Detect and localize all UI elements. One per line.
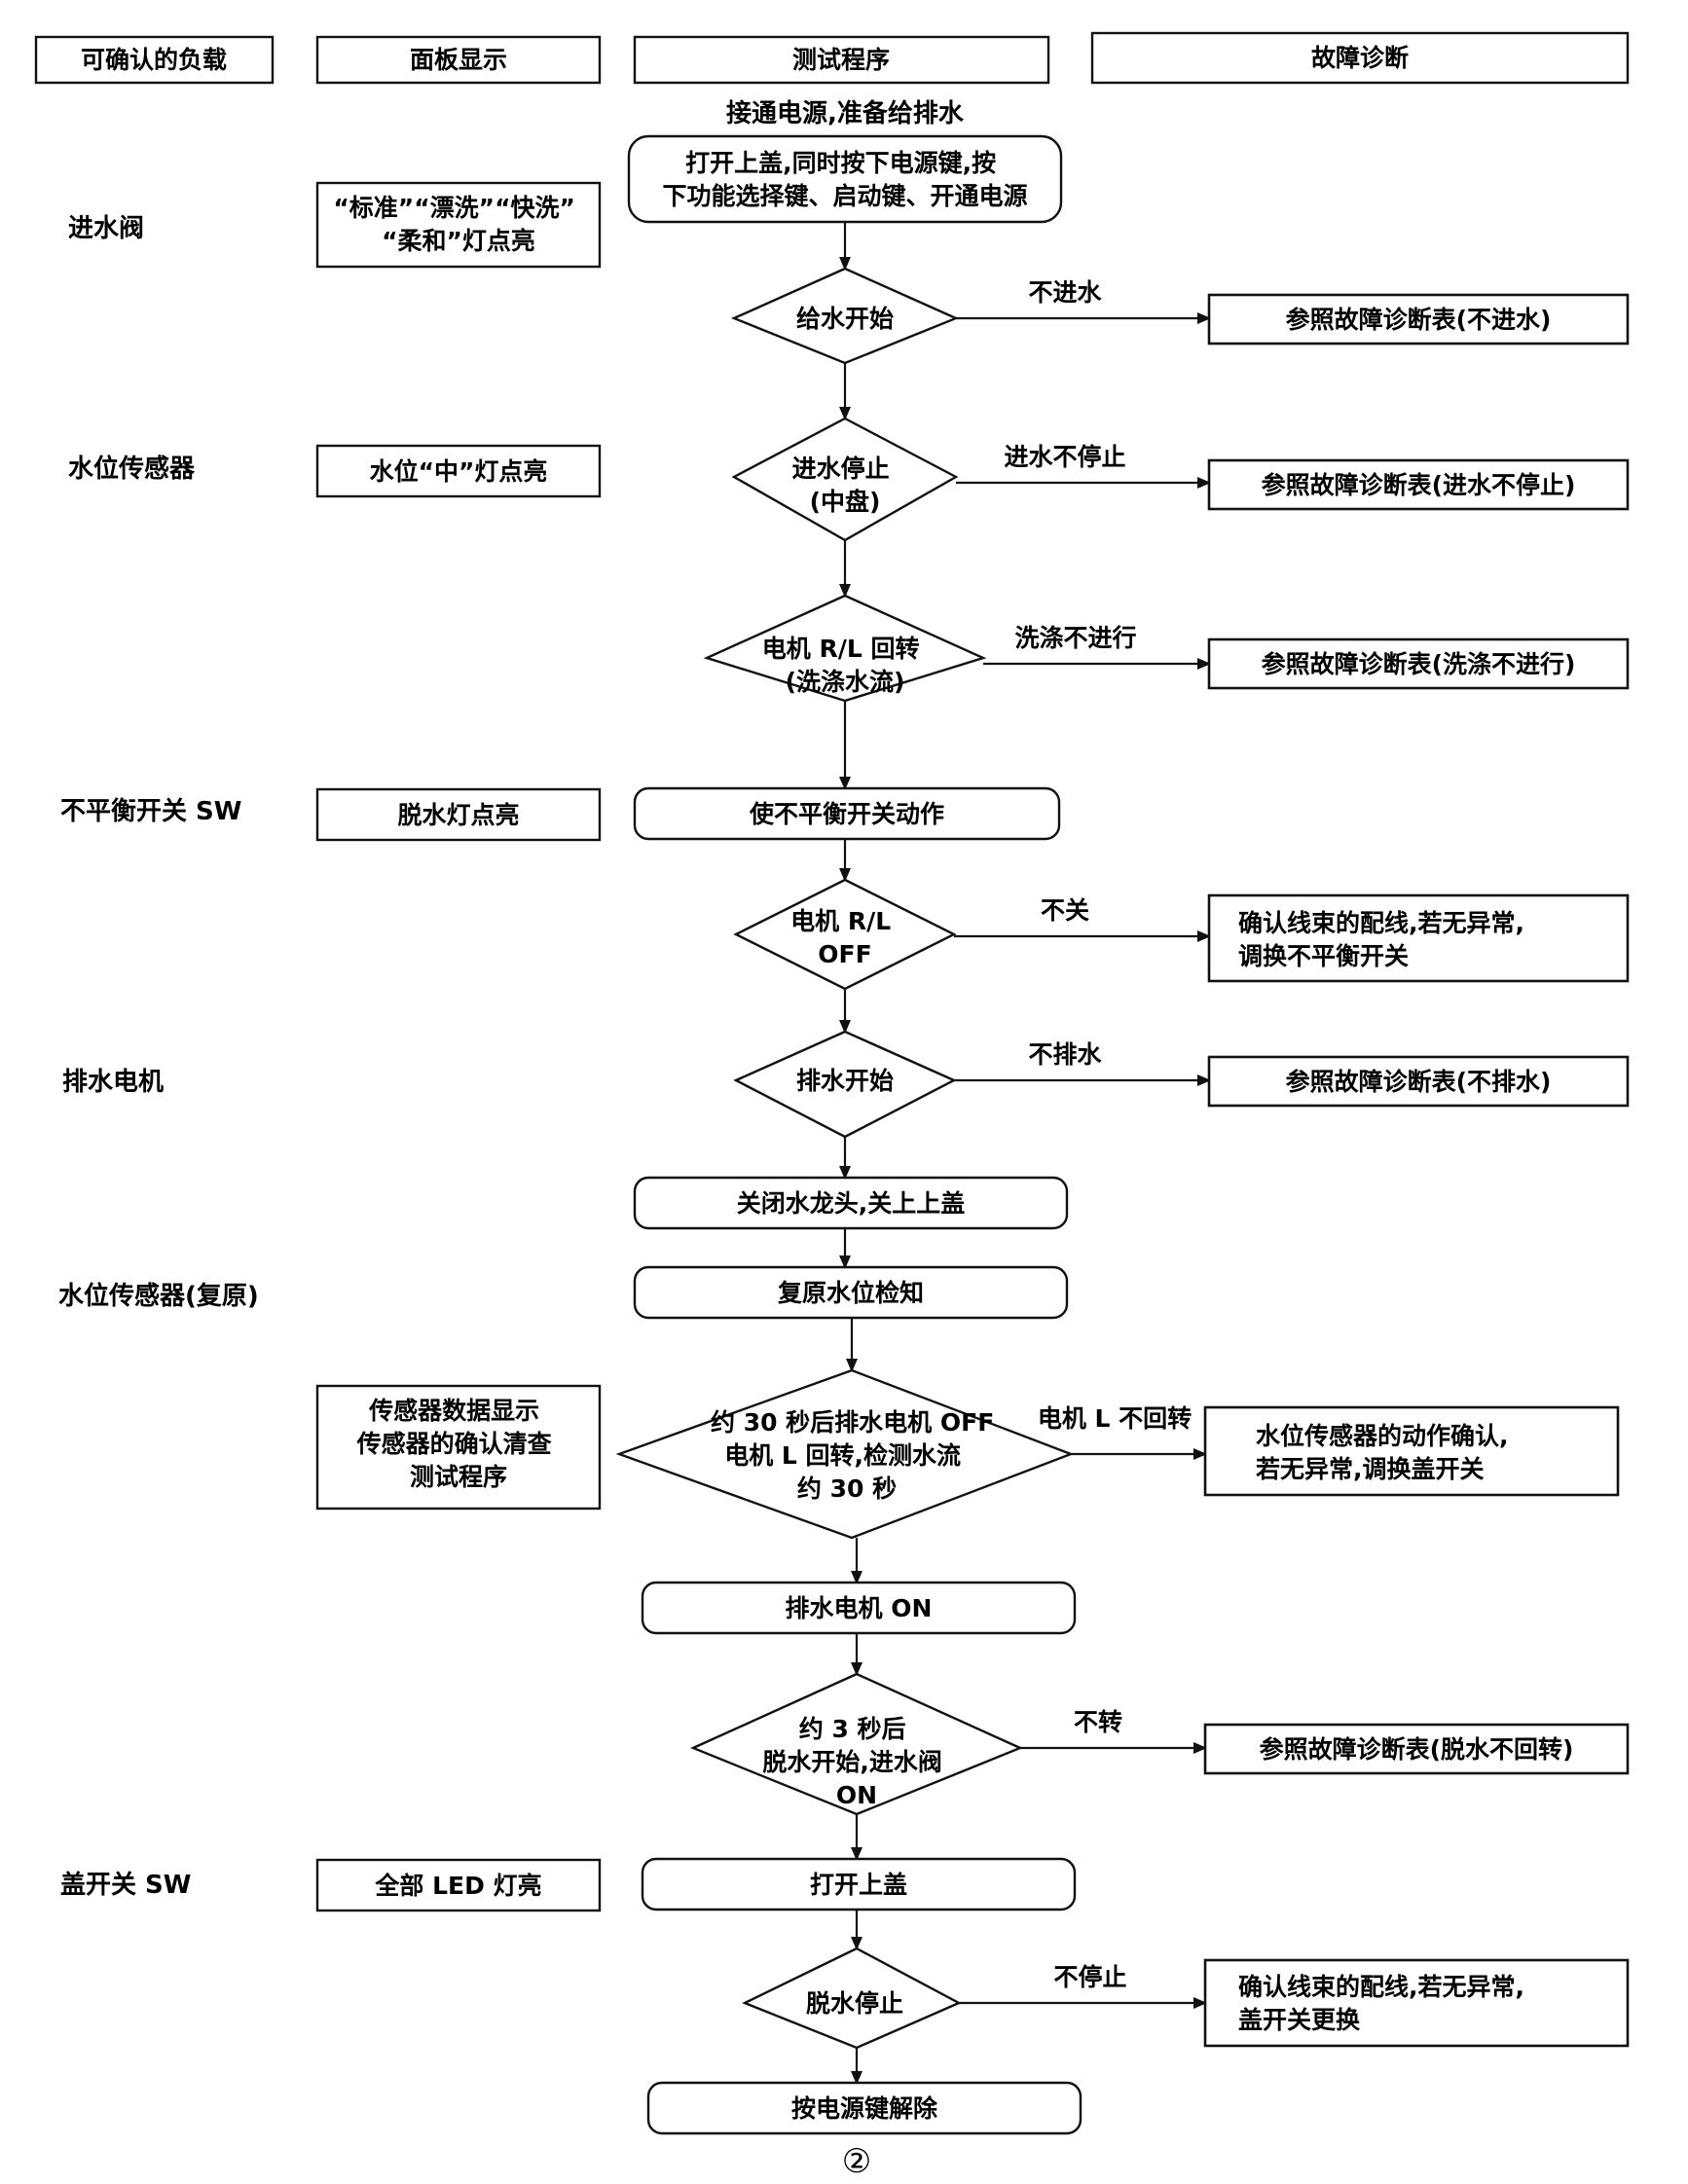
edge-label-not-stop: 不停止	[1053, 1963, 1126, 1991]
header-test-procedure: 测试程序	[633, 35, 1050, 85]
step-close-tap-close-lid: 关闭水龙头,关上上盖	[633, 1176, 1069, 1230]
step-close-tap-close-lid-text: 关闭水龙头,关上上盖	[737, 1189, 966, 1218]
decision-motor-rl-rotate-text: 电机 R/L 回转 (洗涤水流)	[762, 635, 928, 696]
diagnosis-no-drain: 参照故障诊断表(不排水)	[1207, 1055, 1630, 1108]
diagnosis-spin-not-rotate: 参照故障诊断表(脱水不回转)	[1203, 1723, 1630, 1775]
decision-spin-start-valve-on-text: 约 3 秒后 脱水开始,进水阀 ON	[762, 1715, 950, 1809]
decision-motor-rl-rotate: 电机 R/L 回转 (洗涤水流)	[703, 594, 987, 703]
decision-water-supply-start-text: 给水开始	[796, 305, 894, 333]
diagnosis-no-drain-text: 参照故障诊断表(不排水)	[1286, 1068, 1552, 1096]
page-number: ②	[842, 2142, 871, 2181]
load-inlet-valve: 进水阀	[68, 214, 144, 243]
panel-box-4-text: 传感器数据显示 传感器的确认清查 测试程序	[356, 1397, 561, 1491]
step-activate-unbalance-switch-text: 使不平衡开关动作	[749, 800, 944, 828]
step-reset-water-level-detect: 复原水位检知	[633, 1265, 1069, 1320]
edge-label-not-spin: 不转	[1074, 1708, 1122, 1736]
diagnosis-wash-not-run: 参照故障诊断表(洗涤不进行)	[1207, 637, 1630, 690]
step-drain-motor-on-text: 排水电机 ON	[786, 1594, 933, 1622]
diagnosis-water-level-sensor: 水位传感器的动作确认, 若无异常,调换盖开关	[1203, 1405, 1620, 1497]
decision-water-supply-start: 给水开始	[730, 267, 960, 365]
edge-label-no-water-in: 不进水	[1028, 278, 1102, 307]
step-open-lid-power-on-text: 打开上盖,同时按下电源键,按 下功能选择键、启动键、开通电源	[662, 149, 1027, 210]
prelude-text: 接通电源,准备给排水	[726, 98, 965, 128]
decision-drain-motor-off-check-flow: 约 30 秒后排水电机 OFF 电机 L 回转,检测水流 约 30 秒	[615, 1368, 1075, 1540]
flow-connectors	[839, 222, 1211, 2085]
panel-box-2-text: 水位“中”灯点亮	[370, 457, 548, 486]
header-diagnosis-label: 故障诊断	[1311, 44, 1409, 72]
edge-label-wash-not-run: 洗涤不进行	[1014, 624, 1136, 652]
header-test-procedure-label: 测试程序	[792, 46, 890, 74]
diagnosis-spin-not-rotate-text: 参照故障诊断表(脱水不回转)	[1260, 1735, 1574, 1764]
diagnosis-no-water-in-text: 参照故障诊断表(不进水)	[1286, 306, 1552, 334]
header-panel: 面板显示	[315, 35, 602, 85]
step-press-power-release-text: 按电源键解除	[791, 2094, 938, 2123]
diagnosis-lid-switch-text: 确认线束的配线,若无异常, 盖开关更换	[1238, 1973, 1533, 2034]
load-drain-motor: 排水电机	[62, 1068, 164, 1097]
decision-motor-rl-off-text: 电机 R/L OFF	[790, 907, 899, 968]
diagnosis-wash-not-run-text: 参照故障诊断表(洗涤不进行)	[1262, 650, 1576, 678]
load-lid-switch: 盖开关 SW	[60, 1870, 191, 1900]
panel-box-5: 全部 LED 灯亮	[315, 1858, 602, 1912]
load-water-level-sensor: 水位传感器	[68, 454, 196, 484]
diagnosis-water-not-stop: 参照故障诊断表(进水不停止)	[1207, 458, 1630, 511]
step-press-power-release: 按电源键解除	[646, 2081, 1083, 2135]
diagnosis-no-water-in: 参照故障诊断表(不进水)	[1207, 293, 1630, 346]
load-unbalance-switch: 不平衡开关 SW	[60, 796, 241, 826]
step-activate-unbalance-switch: 使不平衡开关动作	[633, 786, 1061, 841]
decision-motor-rl-off: 电机 R/L OFF	[733, 878, 957, 991]
panel-box-1-text: “标准”“漂洗”“快洗” “柔和”灯点亮	[333, 194, 583, 255]
decision-water-stop-mid: 进水停止 (中盘)	[731, 417, 959, 542]
decision-water-stop-mid-text: 进水停止 (中盘)	[792, 455, 899, 516]
panel-box-3: 脱水灯点亮	[315, 787, 602, 842]
step-drain-motor-on: 排水电机 ON	[641, 1581, 1077, 1635]
panel-box-2: 水位“中”灯点亮	[315, 444, 602, 498]
header-panel-label: 面板显示	[410, 46, 507, 74]
diagnosis-water-not-stop-text: 参照故障诊断表(进水不停止)	[1262, 471, 1576, 499]
decision-drain-start-text: 排水开始	[796, 1067, 894, 1095]
step-open-lid-text: 打开上盖	[810, 1871, 907, 1899]
load-water-level-sensor-reset: 水位传感器(复原)	[58, 1281, 259, 1311]
diagnosis-unbalance-switch: 确认线束的配线,若无异常, 调换不平衡开关	[1207, 893, 1630, 983]
edge-label-no-drain: 不排水	[1028, 1040, 1102, 1069]
header-loads: 可确认的负载	[34, 35, 275, 85]
diagnosis-water-level-sensor-text: 水位传感器的动作确认, 若无异常,调换盖开关	[1255, 1422, 1517, 1483]
edge-label-not-off: 不关	[1041, 896, 1089, 925]
panel-box-3-text: 脱水灯点亮	[397, 801, 519, 829]
diagnosis-unbalance-switch-text: 确认线束的配线,若无异常, 调换不平衡开关	[1238, 909, 1533, 970]
decision-drain-motor-off-check-flow-text: 约 30 秒后排水电机 OFF 电机 L 回转,检测水流 约 30 秒	[711, 1408, 1003, 1503]
diagnosis-lid-switch: 确认线束的配线,若无异常, 盖开关更换	[1203, 1958, 1630, 2048]
decision-spin-stop-text: 脱水停止	[806, 1989, 903, 2018]
header-diagnosis: 故障诊断	[1090, 31, 1630, 85]
edge-label-motor-l-not-rotate: 电机 L 不回转	[1038, 1404, 1192, 1433]
decision-spin-stop: 脱水停止	[742, 1947, 962, 2050]
step-open-lid: 打开上盖	[641, 1857, 1077, 1911]
step-open-lid-power-on: 打开上盖,同时按下电源键,按 下功能选择键、启动键、开通电源	[627, 134, 1063, 224]
panel-box-1: “标准”“漂洗”“快洗” “柔和”灯点亮	[315, 181, 602, 269]
decision-drain-start: 排水开始	[733, 1030, 957, 1139]
edge-label-water-not-stop: 进水不停止	[1004, 443, 1125, 471]
panel-box-5-text: 全部 LED 灯亮	[374, 1872, 541, 1900]
header-loads-label: 可确认的负载	[81, 46, 227, 74]
step-reset-water-level-detect-text: 复原水位检知	[778, 1279, 924, 1307]
decision-spin-start-valve-on: 约 3 秒后 脱水开始,进水阀 ON	[689, 1672, 1024, 1816]
panel-box-4: 传感器数据显示 传感器的确认清查 测试程序	[315, 1384, 602, 1511]
